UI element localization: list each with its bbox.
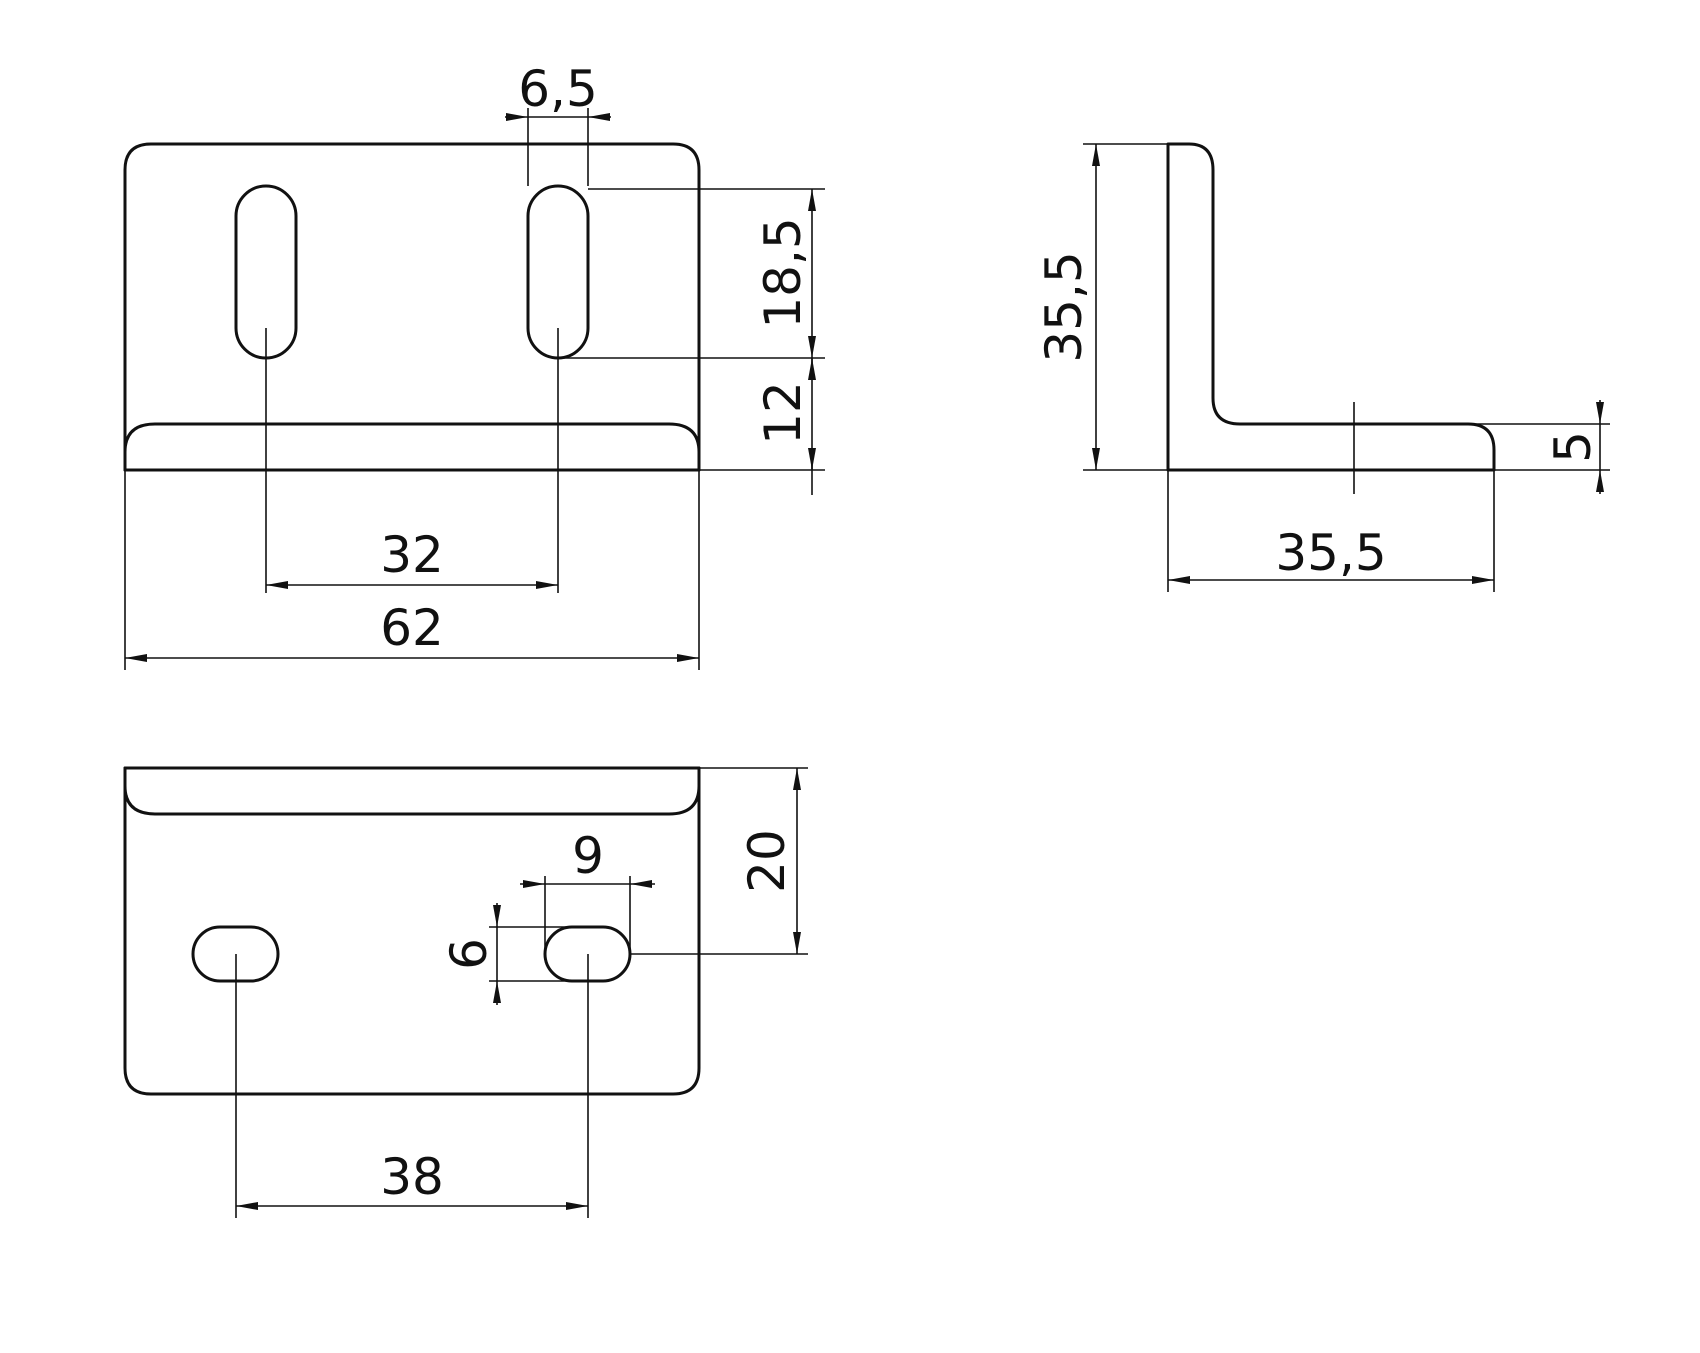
- dim-slot-spacing-top: 32: [266, 526, 558, 589]
- dim-text-slot-to-bend: 12: [754, 381, 812, 445]
- bottom-view: 20 9 6 38: [123, 766, 808, 1218]
- dim-text-slot-width-bottom: 6: [440, 938, 498, 970]
- dim-thickness: 5: [1468, 400, 1610, 494]
- dim-text-slot-width-top: 6,5: [518, 60, 598, 118]
- dim-slot-spacing-bottom: 38: [236, 1148, 588, 1210]
- front-view: 6,5 18,5 12 32 62: [123, 60, 825, 670]
- bottom-view-outline: [123, 766, 701, 1096]
- dim-slot-width-bottom: 6: [440, 903, 572, 1005]
- dim-slot-length-bottom: 9: [520, 827, 655, 954]
- dim-text-side-depth: 35,5: [1275, 524, 1386, 582]
- dim-side-height: 35,5: [1035, 143, 1168, 471]
- dim-slot-length-top: 18,5: [558, 188, 825, 471]
- dim-text-overall-width: 62: [380, 599, 444, 657]
- dim-text-slot-spacing-top: 32: [380, 526, 444, 584]
- dim-side-depth: 35,5: [1167, 470, 1495, 592]
- dim-text-thickness: 5: [1544, 431, 1602, 463]
- dim-bottom-depth: 20: [630, 767, 808, 955]
- dim-text-side-height: 35,5: [1035, 251, 1093, 362]
- front-view-bend-line: [123, 422, 701, 472]
- dim-overall-width: 62: [125, 599, 699, 662]
- front-view-outline: [123, 142, 701, 472]
- dim-text-bottom-depth: 20: [738, 829, 796, 893]
- dim-text-slot-length-top: 18,5: [754, 217, 812, 328]
- bottom-view-bend-line: [123, 766, 701, 816]
- side-view-profile: [1166, 142, 1496, 472]
- dim-slot-to-bend: 12: [754, 358, 816, 495]
- dim-text-slot-length-bottom: 9: [572, 827, 604, 885]
- dim-slot-width-top: 6,5: [505, 60, 611, 186]
- side-view: 35,5 35,5 5: [1035, 142, 1610, 592]
- dim-text-slot-spacing-bottom: 38: [380, 1148, 444, 1206]
